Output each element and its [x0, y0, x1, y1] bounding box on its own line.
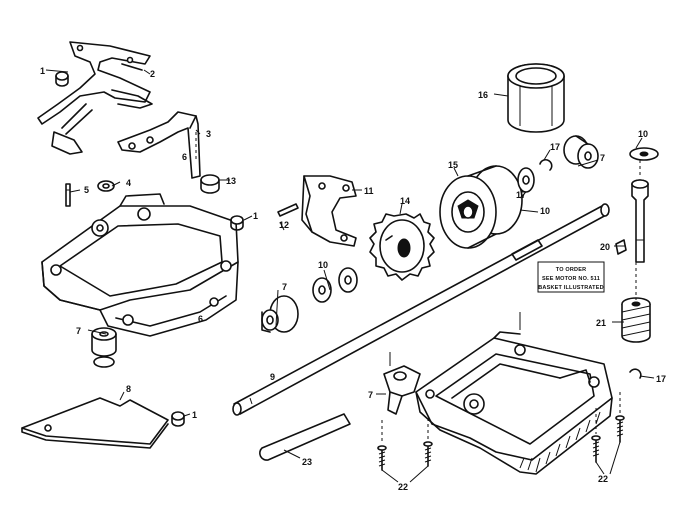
callout-23: 23: [302, 457, 312, 467]
callout-7-left: 7: [76, 326, 81, 336]
callout-6-lever: 6: [182, 152, 187, 162]
callout-10-center: 10: [318, 260, 328, 270]
part-14-gear: [369, 213, 435, 281]
callout-22-left: 22: [398, 482, 408, 492]
callout-7-center: 7: [282, 282, 287, 292]
callout-17-top: 17: [550, 142, 560, 152]
note-line-1: TO ORDER: [556, 267, 587, 273]
callout-14: 14: [400, 196, 410, 206]
callout-2: 2: [150, 69, 155, 79]
part-21-worm: [621, 297, 651, 343]
part-gear-case: [415, 331, 613, 475]
part-1-nut-a: [55, 71, 69, 87]
callout-17-mid: 17: [516, 190, 526, 200]
part-7-bracket-lower: [383, 365, 421, 415]
callout-1-housing: 1: [253, 211, 258, 221]
callout-8: 8: [126, 384, 131, 394]
note-line-2: SEE MOTOR NO. 511: [542, 276, 600, 282]
callout-6-housing: 6: [198, 314, 203, 324]
callout-10-right: 10: [638, 129, 648, 139]
part-23-bar: [258, 413, 351, 461]
part-17-clip-right: [629, 368, 642, 379]
callout-21: 21: [596, 318, 606, 328]
callouts: 1 2 3 4 5 6 6 1 13 12 11 14 15 16 17 10 …: [40, 66, 666, 492]
part-10-washers-center: [312, 267, 358, 303]
part-7-bushing-center: [261, 295, 299, 333]
part-3-lever: [117, 111, 201, 179]
part-8-plate: [21, 397, 169, 449]
part-16-drum: [507, 63, 565, 133]
part-6-housing-cover: [41, 193, 239, 337]
part-1-nut-c: [171, 411, 185, 427]
part-5-pin: [65, 183, 71, 207]
callout-20: 20: [600, 242, 610, 252]
part-13-plug: [200, 174, 220, 194]
callout-22-right: 22: [598, 474, 608, 484]
part-17-clip-top: [539, 158, 553, 171]
part-10-washer-right: [629, 147, 659, 161]
part-12-pin: [277, 203, 299, 217]
part-7-bushing-top: [563, 135, 599, 169]
part-22-screw-d: [615, 415, 625, 443]
part-4-washer: [97, 180, 115, 192]
callout-15: 15: [448, 160, 458, 170]
order-note: TO ORDER SEE MOTOR NO. 511 BASKET ILLUST…: [537, 261, 605, 293]
callout-4: 4: [126, 178, 131, 188]
callout-9: 9: [270, 372, 275, 382]
callout-1: 1: [40, 66, 45, 76]
callout-5: 5: [84, 185, 89, 195]
part-1-nut-b: [230, 215, 244, 231]
callout-7-top: 7: [600, 153, 605, 163]
leader-lines: [45, 69, 655, 483]
note-line-3: BASKET ILLUSTRATED: [538, 285, 604, 291]
callout-11: 11: [364, 186, 374, 196]
callout-3: 3: [206, 129, 211, 139]
part-2-bracket: [37, 41, 153, 155]
callout-1-plate: 1: [192, 410, 197, 420]
part-11-yoke: [301, 175, 357, 247]
callout-17-right: 17: [656, 374, 666, 384]
part-20-key: [615, 239, 627, 255]
callout-7-lower: 7: [368, 390, 373, 400]
part-vertical-shaft: [631, 179, 649, 263]
part-22-screw-b: [423, 441, 433, 467]
callout-16: 16: [478, 90, 488, 100]
part-9-shaft: [232, 203, 610, 416]
callout-12: 12: [279, 220, 289, 230]
part-10-washer-mid: [517, 167, 535, 193]
part-15-pulley: [439, 165, 523, 249]
callout-10-mid: 10: [540, 206, 550, 216]
callout-13: 13: [226, 176, 236, 186]
part-22-screw-a: [377, 445, 387, 471]
part-22-screw-c: [591, 435, 601, 463]
